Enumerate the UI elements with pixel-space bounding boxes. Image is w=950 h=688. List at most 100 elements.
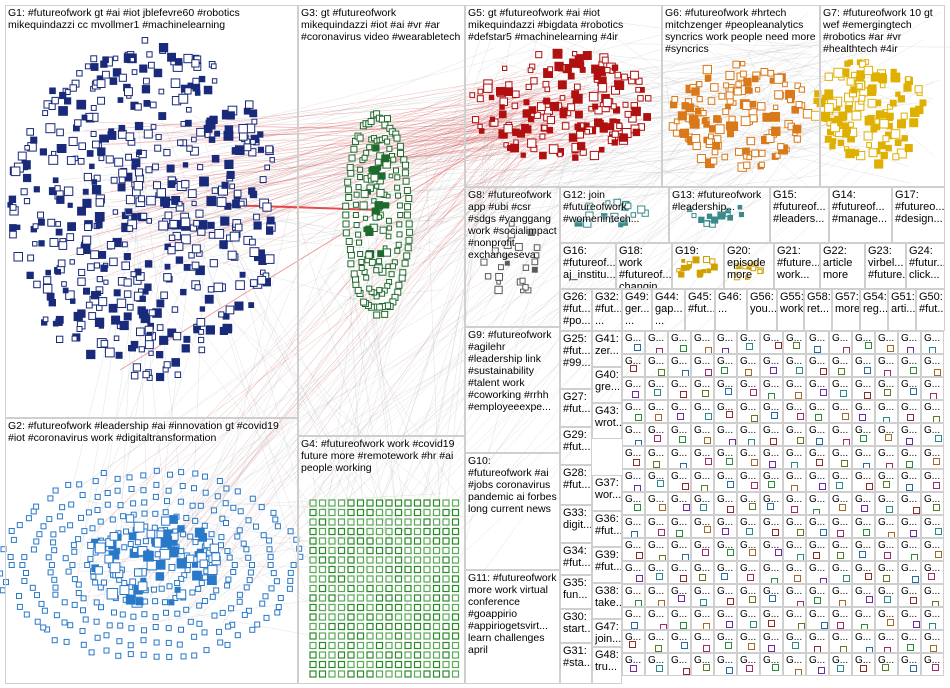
small-group-label: G... xyxy=(878,563,895,575)
group-label: G7: #futureofwork 10 gt wef #emergingtec… xyxy=(823,7,942,55)
group-label: G10: #futureofwork #ai #jobs coronavirus… xyxy=(468,455,557,515)
group-label: G31: #sta... xyxy=(563,645,589,669)
small-group-node xyxy=(636,575,643,582)
small-group-label: G... xyxy=(694,471,711,483)
small-group-cell: G... xyxy=(737,446,760,469)
small-group-node xyxy=(797,413,804,420)
small-group-label: G... xyxy=(878,333,895,345)
small-group-node xyxy=(681,642,688,649)
small-group-label: G... xyxy=(786,655,803,667)
group-label: G40: gre... xyxy=(595,369,619,393)
group-label: G15: #futureof... #leaders... xyxy=(773,189,826,225)
small-group-node xyxy=(913,507,920,514)
small-group-node xyxy=(883,481,890,488)
small-group-cell: G... xyxy=(783,538,806,561)
small-group-node xyxy=(836,482,843,489)
small-group-cell: G... xyxy=(691,423,714,446)
group-label: G25: #fut... #99... xyxy=(563,333,589,369)
small-group-label: G... xyxy=(717,333,734,345)
small-group-node xyxy=(794,575,801,582)
small-group-cell: G... xyxy=(714,400,737,423)
small-group-cell: G... xyxy=(806,515,829,538)
small-group-node xyxy=(655,414,662,421)
small-group-cell: G... xyxy=(806,331,829,354)
group-g11: G11: #futureofwork more work virtual con… xyxy=(465,570,560,684)
small-group-label: G... xyxy=(832,586,849,598)
small-group-label: G... xyxy=(648,333,665,345)
small-group-cell: G... xyxy=(691,492,714,515)
small-group-node xyxy=(934,369,941,376)
small-group-label: G... xyxy=(809,563,826,575)
small-group-cell: G... xyxy=(760,584,783,607)
small-group-cell: G... xyxy=(852,469,875,492)
small-group-node xyxy=(930,645,937,652)
small-group-cell: G... xyxy=(760,515,783,538)
small-group-cell: G... xyxy=(737,492,760,515)
small-group-node xyxy=(631,622,638,629)
small-group-label: G... xyxy=(878,517,895,529)
small-group-node xyxy=(680,575,687,582)
group-label: G33: digit... xyxy=(563,507,589,531)
small-group-cell: G... xyxy=(829,400,852,423)
small-group-cell: G... xyxy=(737,377,760,400)
small-group-node xyxy=(751,482,758,489)
small-group-node xyxy=(634,344,641,351)
small-group-node xyxy=(704,437,711,444)
small-group-node xyxy=(886,506,893,513)
small-group-node xyxy=(747,574,754,581)
small-group-label: G... xyxy=(786,517,803,529)
small-group-node xyxy=(748,643,755,650)
small-group-cell: G... xyxy=(829,653,852,676)
small-group-node xyxy=(705,413,712,420)
small-group-node xyxy=(633,459,640,466)
group-g33: G33: digit... xyxy=(560,505,592,543)
small-group-node xyxy=(907,414,914,421)
small-group-cell: G... xyxy=(737,515,760,538)
small-group-label: G... xyxy=(671,655,688,667)
group-g8: G8: #futureofwork app #ubi #csr #sdgs #y… xyxy=(465,187,560,327)
small-group-cell: G... xyxy=(921,607,944,630)
small-group-node xyxy=(726,411,733,418)
small-group-cell: G... xyxy=(852,492,875,515)
small-group-cell: G... xyxy=(691,607,714,630)
small-group-label: G... xyxy=(924,379,941,391)
small-group-cell: G... xyxy=(645,492,668,515)
small-group-node xyxy=(680,345,687,352)
small-group-cell: G... xyxy=(760,492,783,515)
group-g10: G10: #futureofwork #ai #jobs coronavirus… xyxy=(465,453,560,570)
small-group-label: G... xyxy=(809,333,826,345)
small-group-cell: G... xyxy=(783,423,806,446)
small-group-node xyxy=(658,529,665,536)
group-label: G30: start... xyxy=(563,611,589,635)
small-group-node xyxy=(798,623,805,630)
small-group-label: G... xyxy=(671,425,688,437)
small-group-cell: G... xyxy=(668,492,691,515)
group-label: G39: #fut... xyxy=(595,549,619,573)
small-group-node xyxy=(727,481,734,488)
small-group-cell: G... xyxy=(921,423,944,446)
group-g14: G14: #futureof... #manage... xyxy=(829,187,892,243)
small-group-cell: G... xyxy=(668,331,691,354)
small-group-node xyxy=(632,391,639,398)
small-group-cell: G... xyxy=(691,446,714,469)
small-group-cell: G... xyxy=(622,469,645,492)
small-group-cell: G... xyxy=(645,630,668,653)
group-g51: G51: arti... xyxy=(888,289,916,331)
small-group-label: G... xyxy=(786,609,803,621)
group-label: G58: ret... xyxy=(807,291,829,315)
group-g6: G6: #futureofwork #hrtech mitchzenger #p… xyxy=(662,5,820,187)
small-group-node xyxy=(906,461,913,468)
small-group-node xyxy=(629,641,636,648)
small-group-label: G... xyxy=(809,494,826,506)
small-group-label: G... xyxy=(740,356,757,368)
small-group-cell: G... xyxy=(668,423,691,446)
group-g37: G37: wor... xyxy=(592,475,622,511)
small-group-label: G... xyxy=(832,517,849,529)
group-g7: G7: #futureofwork 10 gt wef #emergingtec… xyxy=(820,5,945,187)
small-group-cell: G... xyxy=(714,377,737,400)
small-group-cell: G... xyxy=(829,584,852,607)
small-group-cell: G... xyxy=(898,630,921,653)
group-g9: G9: #futureofwork #agilehr #leadership l… xyxy=(465,327,560,453)
small-group-node xyxy=(726,621,733,628)
small-group-node xyxy=(885,434,892,441)
